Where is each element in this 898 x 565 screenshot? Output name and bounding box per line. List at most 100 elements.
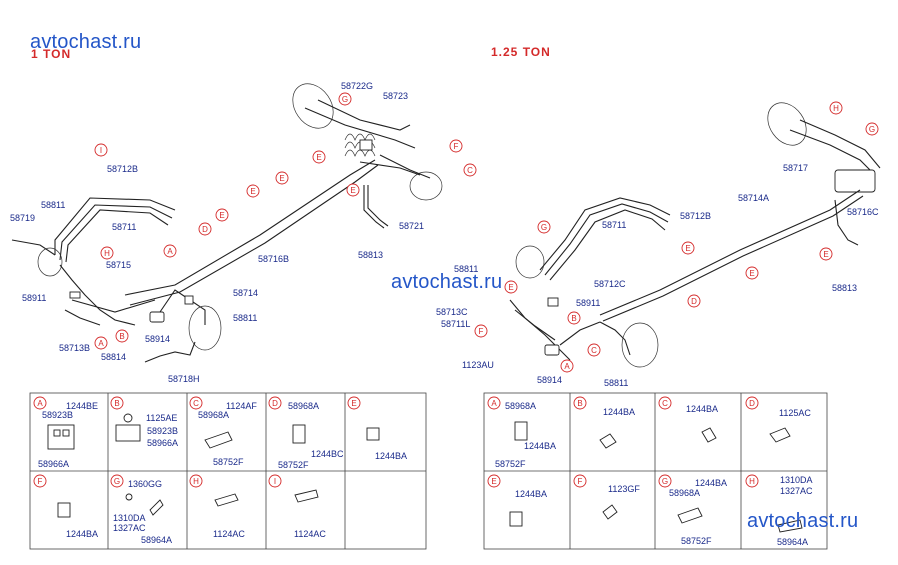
- callout: E: [745, 266, 759, 280]
- cell-letter: I: [274, 477, 276, 486]
- fastener-label: 1123GF: [608, 484, 640, 494]
- part-label: 58914: [537, 375, 562, 385]
- fastener-label: 1244BA: [515, 489, 547, 499]
- fastener-label: 1124AC: [213, 529, 245, 539]
- part-label: 58813: [358, 250, 383, 260]
- callout: C: [587, 343, 601, 357]
- part-label: 58711L: [441, 319, 470, 329]
- callout: F: [474, 324, 488, 338]
- fastener-label: 1244BA: [603, 407, 635, 417]
- callout-letter: A: [98, 339, 104, 348]
- cell-letter: F: [578, 477, 583, 486]
- fastener-label: 1244BC: [311, 449, 344, 459]
- part-label: 58716C: [847, 207, 879, 217]
- fastener-label: 58968A: [198, 410, 229, 420]
- cell-letter: C: [193, 399, 199, 408]
- callout-letter: C: [591, 346, 597, 355]
- callout-letter: C: [467, 166, 473, 175]
- part-label: 58712B: [680, 211, 711, 221]
- fastener-label: 58968A: [505, 401, 536, 411]
- fastener-label: 58964A: [141, 535, 172, 545]
- callout: I: [94, 143, 108, 157]
- cell-letter: E: [491, 477, 496, 486]
- callout: F: [449, 139, 463, 153]
- callout: H: [100, 246, 114, 260]
- callout-letter: B: [119, 332, 124, 341]
- fastener-label: 58752F: [495, 459, 526, 469]
- callout-letter: B: [571, 314, 576, 323]
- cell-letter: F: [38, 477, 43, 486]
- fastener-label: 1244BA: [524, 441, 556, 451]
- part-label: 58711: [112, 222, 136, 232]
- cell-letter: H: [749, 477, 755, 486]
- fastener-label: 58752F: [213, 457, 244, 467]
- part-label: 58714A: [738, 193, 769, 203]
- callout-letter: I: [100, 146, 102, 155]
- callout-letter: E: [250, 187, 255, 196]
- callout: A: [94, 336, 108, 350]
- part-label: 58811: [233, 313, 257, 323]
- header-1-25-ton: 1.25 TON: [491, 45, 551, 59]
- watermark: avtochast.ru: [391, 271, 503, 293]
- right-diagram: 58714A 58717 58716C 58813 58712B 58711 5…: [436, 101, 881, 388]
- callout-letter: H: [833, 104, 839, 113]
- fastener-label: 1310DA: [113, 513, 146, 523]
- callout: E: [504, 280, 518, 294]
- cell-letter: D: [272, 399, 278, 408]
- callout: B: [567, 311, 581, 325]
- callout-letter: E: [685, 244, 690, 253]
- cell-letter: E: [351, 399, 356, 408]
- watermark: avtochast.ru: [747, 510, 859, 532]
- callout: E: [246, 184, 260, 198]
- part-label: 58716B: [258, 254, 289, 264]
- left-fastener-table: A 1244BE 58923B 58966A B 1125AE 58923B 5…: [29, 392, 427, 550]
- callout-letter: E: [508, 283, 513, 292]
- callout-letter: G: [869, 125, 875, 134]
- callout-letter: F: [454, 142, 459, 151]
- cell-letter: B: [577, 399, 582, 408]
- callout-letter: E: [749, 269, 754, 278]
- left-diagram: 58722G 58723 58712B 58711 58719 58811 58…: [10, 81, 477, 384]
- callout-letter: A: [167, 247, 173, 256]
- fastener-label: 1125AC: [779, 408, 811, 418]
- part-label: 58811: [41, 200, 65, 210]
- cell-letter: C: [662, 399, 668, 408]
- part-label: 58713B: [59, 343, 90, 353]
- part-label: 58711: [602, 220, 626, 230]
- part-label: 1123AU: [462, 360, 494, 370]
- callout: E: [312, 150, 326, 164]
- part-label: 58713C: [436, 307, 468, 317]
- fastener-label: 58968A: [288, 401, 319, 411]
- callout: H: [829, 101, 843, 115]
- fastener-label: 1125AE: [146, 413, 177, 423]
- fastener-label: 1244BE: [66, 401, 98, 411]
- fastener-label: 1124AF: [226, 401, 257, 411]
- callout-letter: H: [104, 249, 110, 258]
- callout: D: [687, 294, 701, 308]
- fastener-label: 58966A: [38, 459, 69, 469]
- callout: G: [865, 122, 879, 136]
- cell-letter: A: [37, 399, 43, 408]
- cell-letter: G: [114, 477, 120, 486]
- fastener-label: 1310DA: [780, 475, 813, 485]
- watermark: avtochast.ru: [30, 31, 142, 53]
- fastener-label: 58923B: [42, 410, 73, 420]
- callout-letter: G: [541, 223, 547, 232]
- part-label: 58718H: [168, 374, 200, 384]
- callout: B: [115, 329, 129, 343]
- cell-letter: B: [114, 399, 119, 408]
- callout: A: [163, 244, 177, 258]
- callout-letter: E: [823, 250, 828, 259]
- fastener-label: 58966A: [147, 438, 178, 448]
- part-label: 58715: [106, 260, 131, 270]
- cell-letter: A: [491, 399, 497, 408]
- callout: D: [198, 222, 212, 236]
- callout-letter: E: [350, 186, 355, 195]
- callout-letter: E: [219, 211, 224, 220]
- callout: G: [338, 92, 352, 106]
- fastener-label: 1360GG: [128, 479, 162, 489]
- part-label: 58814: [101, 352, 126, 362]
- callout: E: [819, 247, 833, 261]
- cell-letter: D: [749, 399, 755, 408]
